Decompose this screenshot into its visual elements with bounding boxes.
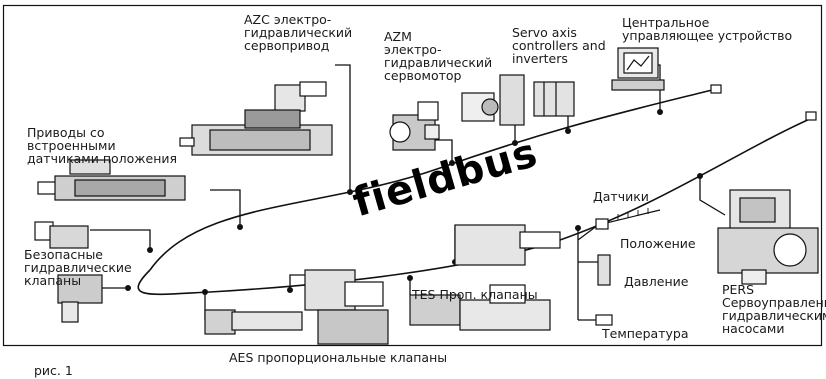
figure-caption: рис. 1	[34, 364, 73, 377]
label-drives: Приводы со встроенными датчиками положен…	[27, 126, 177, 165]
label-pressure: Давление	[624, 275, 688, 288]
label-servo: Servo axis controllers and inverters	[512, 26, 606, 65]
label-azc: AZC электро- гидравлический сервопривод	[244, 13, 352, 52]
drives-drawing	[38, 160, 185, 200]
azm-motor-drawing	[390, 102, 439, 150]
label-position: Положение	[620, 237, 696, 250]
sensors-drawing	[596, 208, 660, 325]
label-tes: TES Проп. клапаны	[412, 288, 538, 301]
central-controller-drawing	[612, 48, 664, 90]
label-safe-valves: Безопасные гидравлические клапаны	[24, 248, 132, 287]
servo-inverter-drawing	[462, 75, 574, 125]
label-central: Центральное управляющее устройство	[622, 16, 792, 42]
pers-pump-drawing	[718, 190, 818, 284]
label-aes: AES пропорциональные клапаны	[229, 351, 447, 364]
aes-valves-drawing	[205, 270, 388, 344]
label-temperature: Температура	[602, 327, 689, 340]
tes-valves-drawing	[410, 225, 560, 330]
label-azm: AZM электро- гидравлический сервомотор	[384, 30, 492, 82]
label-sensors: Датчики	[593, 190, 649, 203]
label-pers: PERS Сервоуправление гидравлическими нас…	[722, 283, 826, 335]
azc-actuator-drawing	[180, 82, 332, 155]
lower-connector	[806, 112, 816, 120]
upper-connector	[711, 85, 721, 93]
